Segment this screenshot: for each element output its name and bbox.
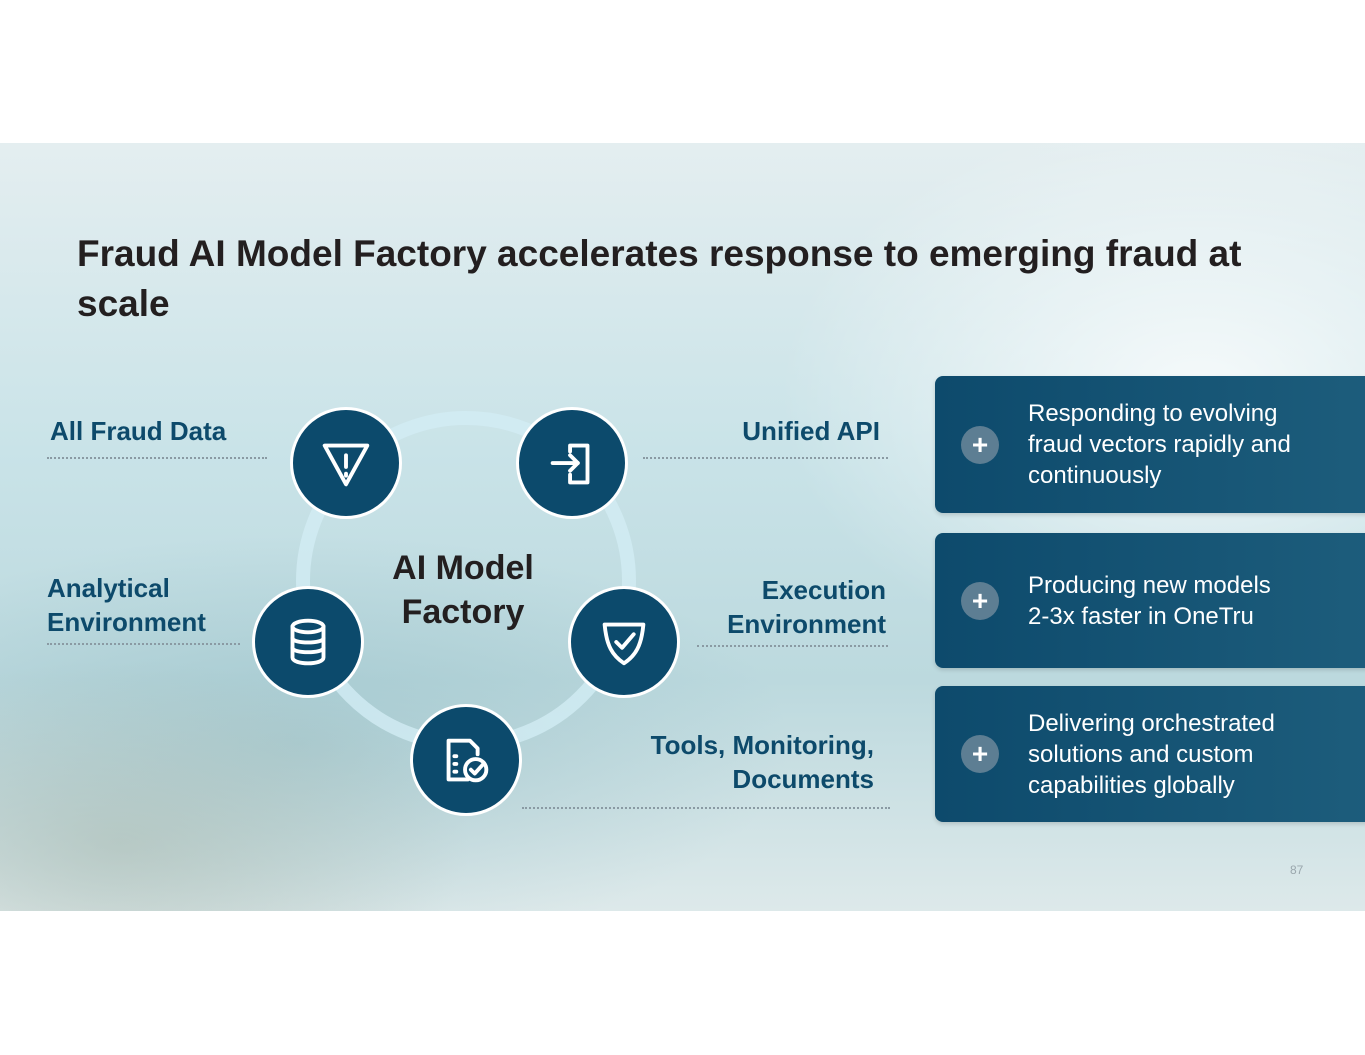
divider: [522, 807, 890, 809]
login-arrow-icon: [516, 407, 628, 519]
card-text: Delivering orchestrated solutions and cu…: [1028, 709, 1275, 799]
divider: [697, 645, 888, 647]
node-label-all-fraud-data: All Fraud Data: [50, 416, 227, 446]
plus-icon: +: [961, 425, 999, 464]
divider: [643, 457, 888, 459]
plus-icon: +: [961, 735, 999, 773]
slide: Fraud AI Model Factory accelerates respo…: [0, 143, 1365, 911]
shield-check-icon: [568, 586, 680, 698]
document-check-icon: [410, 704, 522, 816]
card-text: Producing new models 2-3x faster in OneT…: [1028, 571, 1271, 630]
page-number: 87: [1290, 863, 1304, 877]
node-label-execution-environment: Execution Environment: [727, 575, 886, 639]
card-text: Responding to evolving fraud vectors rap…: [1028, 400, 1291, 489]
database-icon: [252, 586, 364, 698]
plus-icon: +: [961, 581, 999, 620]
node-label-tools-monitoring-documents: Tools, Monitoring, Documents: [650, 730, 874, 794]
warning-triangle-icon: [290, 407, 402, 519]
center-label: AI Model Factory: [392, 549, 534, 631]
node-label-analytical-environment: Analytical Environment: [47, 573, 206, 637]
benefit-card: + Producing new models 2-3x faster in On…: [935, 533, 1365, 668]
node-label-unified-api: Unified API: [742, 416, 880, 446]
benefit-card: + Delivering orchestrated solutions and …: [935, 686, 1365, 822]
divider: [47, 457, 267, 459]
benefit-card: + Responding to evolving fraud vectors r…: [935, 376, 1365, 513]
divider: [47, 643, 240, 645]
slide-title: Fraud AI Model Factory accelerates respo…: [77, 233, 1242, 324]
